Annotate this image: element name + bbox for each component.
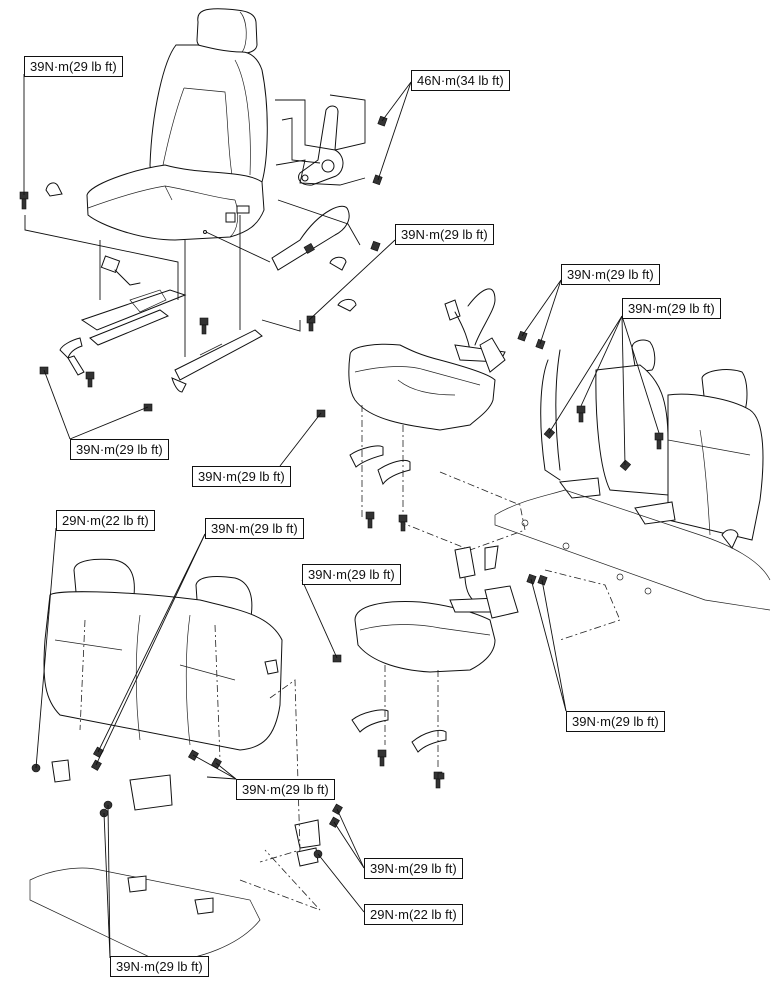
bolt-icon	[377, 115, 388, 127]
bolt-icon	[143, 403, 153, 412]
torque-callout: 39N·m(29 lb ft)	[561, 264, 660, 285]
bolt-icon	[99, 800, 113, 818]
torque-callout: 29N·m(22 lb ft)	[56, 510, 155, 531]
bolt-icon	[517, 330, 528, 342]
bolt-icon	[85, 371, 95, 388]
bolt-icon	[576, 405, 586, 423]
bolt-icon	[437, 772, 445, 780]
second-row-seat-cushion-upper	[348, 288, 506, 522]
torque-callout: 29N·m(22 lb ft)	[364, 904, 463, 925]
torque-callout: 39N·m(29 lb ft)	[622, 298, 721, 319]
front-seat-rails	[59, 255, 263, 393]
torque-callout: 39N·m(29 lb ft)	[364, 858, 463, 879]
torque-callout: 39N·m(29 lb ft)	[302, 564, 401, 585]
bolt-icon	[370, 240, 381, 252]
bolt-icon	[306, 315, 316, 332]
front-seat-guide-lines	[24, 94, 366, 357]
second-row-seatback	[540, 339, 764, 549]
floor-panel-right	[399, 471, 771, 641]
front-seat-recliner	[45, 105, 357, 312]
second-row-seat-cushion-lower	[351, 545, 519, 770]
leader-lines	[23, 74, 660, 959]
torque-callout: 39N·m(29 lb ft)	[24, 56, 123, 77]
bolt-icon	[199, 317, 209, 335]
bolt-icon	[535, 338, 546, 350]
torque-callout: 39N·m(29 lb ft)	[110, 956, 209, 977]
torque-callout: 39N·m(29 lb ft)	[395, 224, 494, 245]
third-row-bench	[29, 558, 321, 963]
bolt-icon	[365, 511, 375, 529]
bolt-icon	[372, 174, 383, 186]
bolt-icon	[303, 242, 315, 254]
torque-callout: 46N·m(34 lb ft)	[411, 70, 510, 91]
bolt-icon	[377, 749, 387, 767]
front-seat	[86, 8, 268, 241]
torque-callout: 39N·m(29 lb ft)	[192, 466, 291, 487]
bolt-icon	[332, 654, 342, 663]
torque-callout: 39N·m(29 lb ft)	[70, 439, 169, 460]
torque-callout: 39N·m(29 lb ft)	[566, 711, 665, 732]
bolt-icon	[543, 427, 556, 440]
torque-callout: 39N·m(29 lb ft)	[205, 518, 304, 539]
bolt-icon	[619, 459, 632, 472]
bolt-icon	[398, 514, 408, 532]
torque-callout: 39N·m(29 lb ft)	[236, 779, 335, 800]
bolt-icon	[90, 759, 102, 771]
